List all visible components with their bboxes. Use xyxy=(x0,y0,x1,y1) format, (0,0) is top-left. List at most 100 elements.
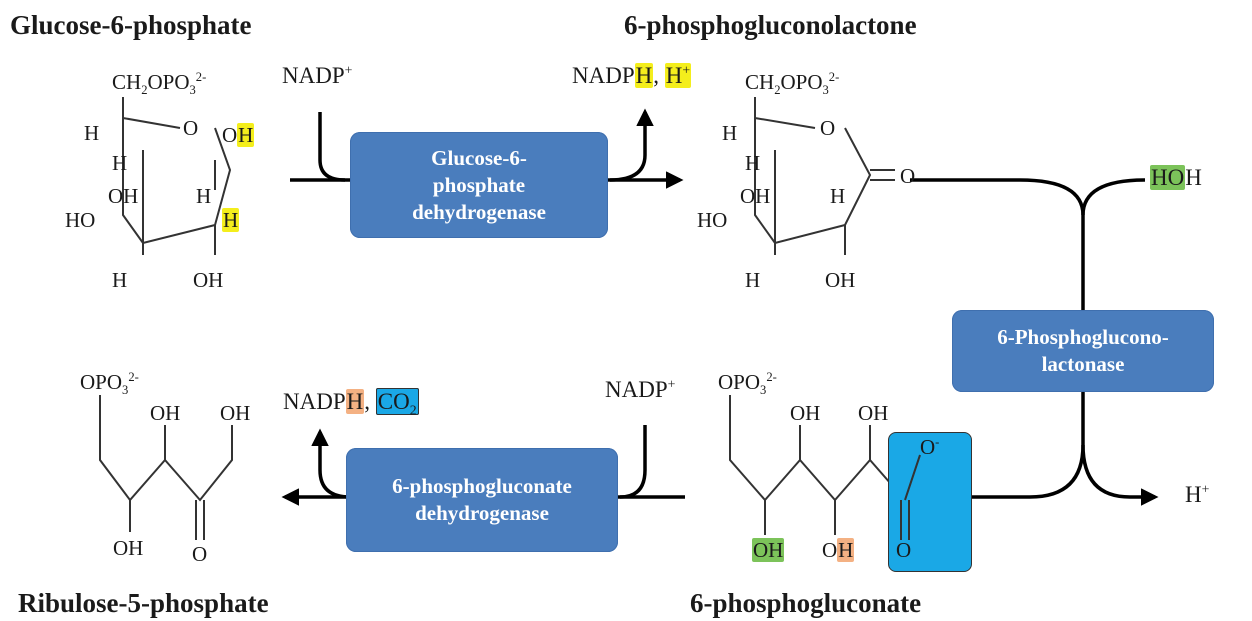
highlight-h-yellow: H xyxy=(634,63,654,88)
cofactor-text: NADP xyxy=(572,63,635,88)
atom-text: OPO xyxy=(780,70,823,94)
r5p-opo3: OPO32- xyxy=(80,370,139,397)
subscript: 3 xyxy=(189,83,196,98)
comma: , xyxy=(653,63,659,88)
comma: , xyxy=(364,389,370,414)
proton: H xyxy=(1185,482,1202,507)
atom-text: O xyxy=(822,538,838,562)
pg-opo3: OPO32- xyxy=(718,370,777,397)
enzyme-label-line: lactonase xyxy=(1041,352,1125,376)
pg-oh-green: OH xyxy=(752,538,785,562)
g6p-oh-anomeric: OH xyxy=(222,123,255,147)
cofactor-nadp-plus-2: NADP+ xyxy=(605,376,676,401)
highlight-hplus-yellow: H+ xyxy=(664,62,692,88)
title-glucose-6-phosphate: Glucose-6-phosphate xyxy=(10,10,252,40)
g6p-ring-o: O xyxy=(183,116,199,140)
atom-text: OPO xyxy=(80,370,123,394)
proton: H xyxy=(665,63,683,88)
carboxylate-bonds xyxy=(900,454,921,540)
co2-text: CO xyxy=(377,389,410,414)
charge: 2- xyxy=(828,70,840,84)
g6p-ho: HO xyxy=(65,208,96,232)
charge: 2- xyxy=(128,370,139,384)
enzyme-label-line: dehydrogenase xyxy=(415,501,549,525)
r5p-oh-a: OH xyxy=(150,401,181,425)
cofactor-nadph-hplus: NADPH, H+ xyxy=(572,62,692,88)
subscript: 3 xyxy=(760,383,767,398)
g6p-ring xyxy=(122,97,232,255)
highlight-oh-green: OH xyxy=(752,538,785,562)
cofactor-water: HOH xyxy=(1150,165,1202,190)
charge: + xyxy=(344,62,353,78)
pgl-h5: H xyxy=(745,268,761,292)
highlight-h-orange: H xyxy=(345,389,365,414)
title-6-phosphogluconate: 6-phosphogluconate xyxy=(690,588,922,618)
pg-oh-b: OH xyxy=(858,401,889,425)
title-ribulose-5-phosphate: Ribulose-5-phosphate xyxy=(18,588,269,618)
charge: + xyxy=(667,376,676,392)
r5p-oh-b: OH xyxy=(220,401,251,425)
enzyme-label-line: Glucose-6- xyxy=(431,145,527,170)
highlight-h-orange: H xyxy=(837,538,855,562)
cofactor-nadp-plus: NADP+ xyxy=(282,62,353,88)
enzyme-6-phosphogluconate-dehydrogenase: 6-phosphogluconate dehydrogenase xyxy=(346,448,618,552)
carboxylate-o-minus: O- xyxy=(920,435,940,459)
charge: - xyxy=(935,435,940,449)
charge: + xyxy=(682,62,691,78)
pg-oh-a: OH xyxy=(790,401,821,425)
pgl-h1: H xyxy=(722,121,738,145)
cofactor-nadph-co2: NADPH, CO2 xyxy=(283,388,419,418)
atom-text: CH xyxy=(745,70,775,94)
subscript: 2 xyxy=(774,83,781,98)
atom-text: CH xyxy=(112,70,142,94)
water-h: H xyxy=(1185,165,1202,190)
enzyme-glucose-6-phosphate-dehydrogenase: Glucose-6- phosphate dehydrogenase xyxy=(350,132,608,238)
enzyme-label-line: dehydrogenase xyxy=(412,199,546,224)
enzyme-6-phosphogluconolactonase: 6-Phosphoglucono- lactonase xyxy=(952,310,1214,392)
highlight-ho-green: HO xyxy=(1150,165,1186,190)
g6p-h1: H xyxy=(84,121,100,145)
pgl-carbonyl-o: O xyxy=(900,164,916,188)
r5p-oh-c: OH xyxy=(113,536,144,560)
subscript: 3 xyxy=(122,383,129,398)
enzyme-label-line: phosphate xyxy=(432,172,526,197)
atom-text: O xyxy=(222,123,238,147)
charge: 2- xyxy=(766,370,777,384)
subscript: 3 xyxy=(822,83,829,98)
enzyme-label-line: 6-Phosphoglucono- xyxy=(997,325,1169,349)
g6p-oh6: OH xyxy=(193,268,224,292)
cofactor-h-plus-out: H+ xyxy=(1185,481,1210,507)
atom-text: OPO xyxy=(718,370,761,394)
g6p-h-highlight: H xyxy=(222,208,240,232)
pgl-oh6: OH xyxy=(825,268,856,292)
g6p-ch2opo3: CH2OPO32- xyxy=(112,70,207,97)
pgl-ring xyxy=(754,97,895,255)
g6p-h5: H xyxy=(112,268,128,292)
pgl-ch2opo3: CH2OPO32- xyxy=(745,70,840,97)
pgl-ring-o: O xyxy=(820,116,836,140)
pgl-oh3: OH xyxy=(740,184,771,208)
r5p-ketone-o: O xyxy=(192,542,208,566)
title-6-phosphogluconolactone: 6-phosphogluconolactone xyxy=(624,10,917,40)
pg-oh-orange: OH xyxy=(822,538,855,562)
subscript: 2 xyxy=(141,83,148,98)
r5p-chain xyxy=(99,395,233,540)
g6p-h4: H xyxy=(196,184,212,208)
pgl-h4: H xyxy=(830,184,846,208)
g6p-oh3: OH xyxy=(108,184,139,208)
highlight-h-yellow: H xyxy=(222,208,240,232)
carboxylate-o: O xyxy=(896,538,912,562)
highlight-h-yellow: H xyxy=(237,123,255,147)
atom-text: O xyxy=(920,435,936,459)
charge: 2- xyxy=(195,70,207,84)
cofactor-text: NADP xyxy=(282,63,345,88)
pgl-ho: HO xyxy=(697,208,728,232)
pgl-h2: H xyxy=(745,151,761,175)
charge: + xyxy=(1201,481,1210,497)
subscript: 2 xyxy=(409,402,417,418)
g6p-h2: H xyxy=(112,151,128,175)
cofactor-text: NADP xyxy=(283,389,346,414)
highlight-co2-cyan: CO2 xyxy=(375,388,419,418)
atom-text: OPO xyxy=(147,70,190,94)
